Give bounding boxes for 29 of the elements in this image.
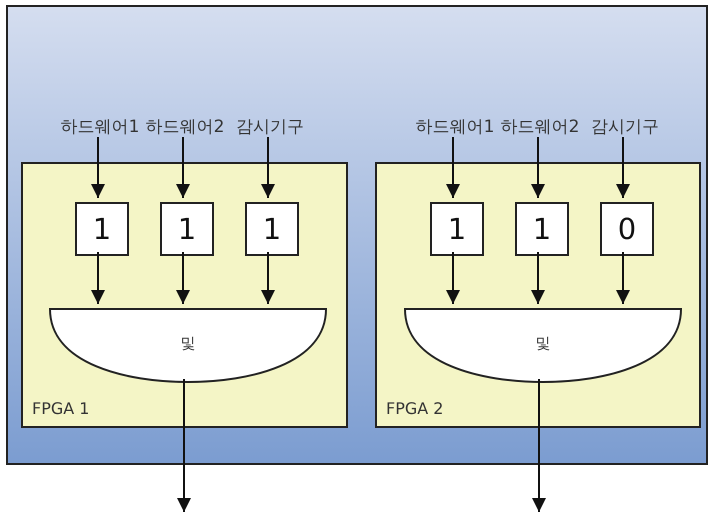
and-gate: 및 [404,308,682,383]
arrow [91,137,105,198]
panel-label: FPGA 1 [32,399,90,418]
value-box: 1 [245,202,299,256]
arrow [261,137,275,198]
value-box: 1 [160,202,214,256]
arrow [446,252,460,304]
panel-label: FPGA 2 [386,399,444,418]
value-box: 0 [600,202,654,256]
arrow [177,379,191,512]
arrow [176,252,190,304]
arrow [532,379,546,512]
arrow [531,137,545,198]
arrow [176,137,190,198]
fpga-panel [21,162,348,428]
value-box: 1 [430,202,484,256]
arrow [531,252,545,304]
input-label: 감시기구 [228,113,312,139]
arrow [446,137,460,198]
arrow [616,137,630,198]
value-box: 1 [515,202,569,256]
value-box: 1 [75,202,129,256]
fpga-panel [375,162,701,428]
and-gate: 및 [49,308,327,383]
arrow [91,252,105,304]
input-label: 감시기구 [583,113,667,139]
arrow [261,252,275,304]
arrow [616,252,630,304]
system-panel [6,5,708,465]
